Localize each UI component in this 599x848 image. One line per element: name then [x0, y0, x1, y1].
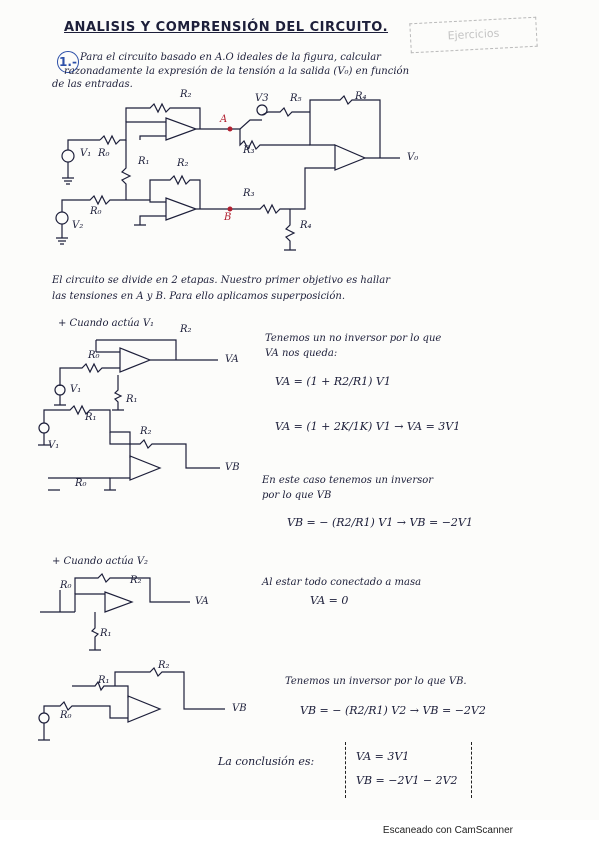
scanner-watermark: Escaneado con CamScanner — [382, 825, 513, 836]
label-r0-bottom: R₀ — [90, 206, 102, 217]
case2-title: + Cuando actúa V₂ — [52, 556, 149, 567]
intro-line-1: El circuito se divide en 2 etapas. Nuest… — [52, 275, 390, 286]
label-r0-top: R₀ — [98, 148, 110, 159]
label-r3-top: R₃ — [243, 145, 255, 156]
label-vo: V₀ — [407, 152, 419, 163]
case1-text-4: por lo que VB — [262, 490, 332, 501]
conclusion-equation-2: VB = −2V1 − 2V2 — [356, 774, 458, 787]
circuit-drawings — [38, 94, 400, 741]
resistor-r0-top — [99, 121, 166, 146]
case1-label-r0: R₀ — [88, 350, 100, 361]
case2-equation-2: VB = − (R2/R1) V2 → VB = −2V2 — [300, 704, 486, 717]
label-node-a: A — [220, 114, 228, 125]
conclusion-equation-1: VA = 3V1 — [356, 750, 410, 763]
label-v1: V₁ — [80, 148, 92, 159]
case2-text-1: Al estar todo conectado a masa — [262, 577, 422, 588]
opamp-top — [165, 117, 198, 141]
label-r3-bottom: R₃ — [243, 188, 255, 199]
conclusion-label: La conclusión es: — [218, 755, 315, 768]
case1-equation-1: VA = (1 + R2/R1) V1 — [275, 375, 391, 388]
case1-label-va: VA — [225, 354, 239, 365]
case2-label-r2: R₂ — [130, 575, 142, 586]
problem-statement-line-2: razonadamente la expresión de la tensión… — [64, 66, 410, 77]
source-v2-symbol — [55, 211, 69, 225]
source-v1-symbol — [61, 149, 75, 163]
case1-label-r2: R₂ — [180, 324, 192, 335]
label-node-b: B — [224, 212, 232, 223]
label-v2: V₂ — [72, 220, 84, 231]
case1-label-r1-inv: R₁ — [85, 412, 97, 423]
opamp-output — [334, 144, 367, 171]
case1-text-3: En este caso tenemos un inversor — [262, 475, 434, 486]
case2-label-r0: R₀ — [60, 580, 72, 591]
case2-label-r1: R₁ — [100, 628, 112, 639]
node-a-dot — [227, 126, 233, 132]
case2-label-r0-b: R₀ — [60, 710, 72, 721]
resistor-r4 — [309, 94, 381, 158]
case1-label-r0-inv: R₀ — [75, 478, 87, 489]
case2-label-r1-b: R₁ — [98, 675, 110, 686]
case1-label-vb: VB — [225, 462, 240, 473]
case1-label-v1-inv: V₁ — [48, 440, 60, 451]
case1-label-r1: R₁ — [126, 394, 138, 405]
problem-number: 1.- — [57, 51, 79, 73]
label-r5: R₅ — [290, 93, 302, 104]
opamp-case1-inverter — [129, 455, 162, 481]
problem-statement-line-3: de las entradas. — [52, 79, 133, 90]
node-b-dot — [227, 206, 233, 212]
resistor-r1-top — [120, 140, 132, 200]
case2-label-va: VA — [195, 596, 209, 607]
case1-label-r2-inv: R₂ — [140, 426, 152, 437]
case1-equation-3: VB = − (R2/R1) V1 → VB = −2V1 — [287, 516, 473, 529]
problem-statement-line-1: Para el circuito basado en A.O ideales d… — [80, 52, 381, 63]
case1-equation-2: VA = (1 + 2K/1K) V1 → VA = 3V1 — [275, 420, 461, 433]
case2-text-2: Tenemos un inversor por lo que VB. — [285, 676, 467, 687]
case2-label-r2-b: R₂ — [158, 660, 170, 671]
label-r4-top: R₄ — [355, 91, 367, 102]
resistor-r5 — [261, 106, 310, 118]
case2-equation-1: VA = 0 — [310, 594, 349, 607]
case2-label-vb: VB — [232, 703, 247, 714]
opamp-bottom-left — [165, 197, 198, 221]
page-title: ANALISIS Y COMPRENSIÓN DEL CIRCUITO. — [64, 20, 389, 35]
label-r4-bottom: R₄ — [300, 220, 312, 231]
opamp-case1-noninverter — [119, 347, 152, 373]
notebook-page: ANALISIS Y COMPRENSIÓN DEL CIRCUITO. Eje… — [38, 16, 538, 798]
case1-label-v1: V₁ — [70, 384, 82, 395]
case1-title: + Cuando actúa V₁ — [58, 318, 155, 329]
conclusion-box — [345, 742, 472, 798]
label-r2-mid: R₂ — [177, 158, 189, 169]
label-v3: V3 — [255, 93, 269, 104]
label-r1-top: R₁ — [138, 156, 150, 167]
opamp-case2-a — [104, 591, 134, 613]
case1-text-1: Tenemos un no inversor por lo que — [265, 333, 442, 344]
scanner-footer: Escaneado con CamScanner — [0, 820, 599, 848]
case1-text-2: VA nos queda: — [265, 348, 338, 359]
intro-line-2: las tensiones en A y B. Para ello aplica… — [52, 291, 346, 302]
opamp-case2-b — [127, 695, 162, 723]
label-r2-top: R₂ — [180, 89, 192, 100]
